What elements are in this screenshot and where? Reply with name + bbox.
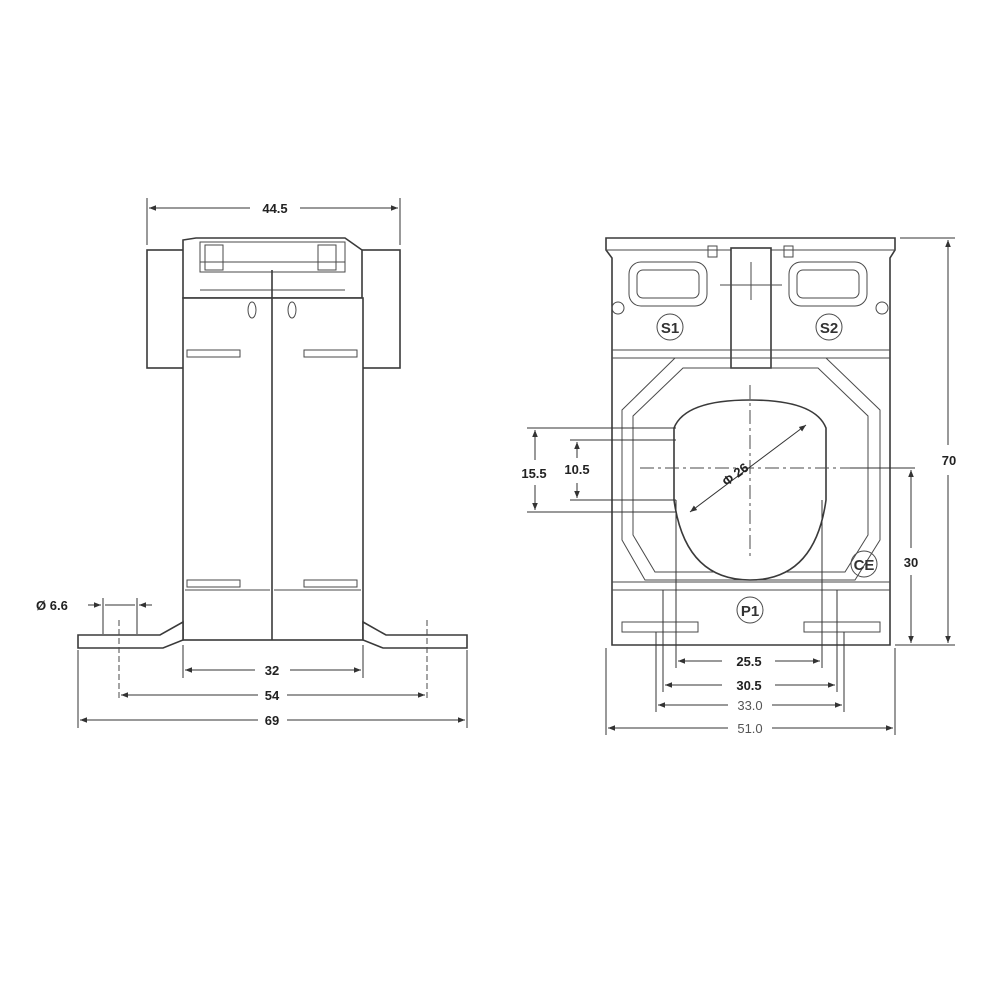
dim-inner: 32 xyxy=(265,663,279,678)
side-left-foot xyxy=(77,620,184,649)
dim-slot-height: 15.5 xyxy=(521,466,546,481)
ce-mark: CE xyxy=(854,557,875,574)
dim-total-width: 51.0 xyxy=(737,721,762,736)
side-core-body xyxy=(182,297,364,641)
dim-frame-inner: 30.5 xyxy=(736,678,761,693)
terminal-s2-window xyxy=(788,261,868,307)
dim-hole-dia: Ø 6.6 xyxy=(36,598,68,613)
dim-height: 70 xyxy=(942,453,956,468)
dim-bar-width: 25.5 xyxy=(736,654,761,669)
dim-width-top: 44.5 xyxy=(262,201,287,216)
dim-slot-inner: 10.5 xyxy=(564,462,589,477)
terminal-p1-label: P1 xyxy=(741,603,759,620)
octagon-inner xyxy=(632,367,869,573)
dim-frame-outer: 33.0 xyxy=(737,698,762,713)
side-view: 44.5 Ø 6.6 32 54 69 xyxy=(36,198,468,728)
dim-overall: 69 xyxy=(265,713,279,728)
dim-bottom-offset: 30 xyxy=(904,555,918,570)
front-view: S1 S2 Φ 26 CE P1 70 xyxy=(521,237,956,736)
side-right-foot xyxy=(362,620,468,649)
octagon-outer xyxy=(621,357,881,581)
terminal-s1-window xyxy=(628,261,708,307)
terminal-s1-label: S1 xyxy=(661,320,679,337)
dim-hole-spacing: 54 xyxy=(265,688,280,703)
terminal-s2-label: S2 xyxy=(820,320,838,337)
